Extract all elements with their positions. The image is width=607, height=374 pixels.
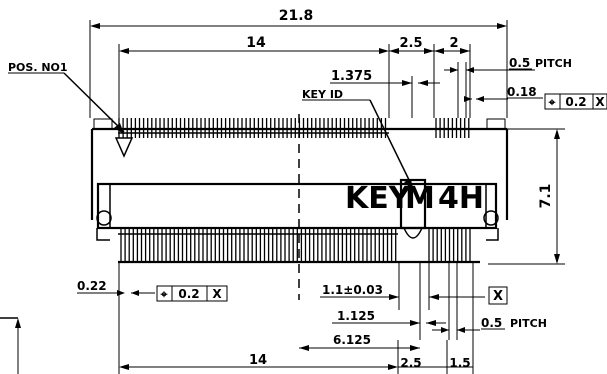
bottom-tolerance-value: 0.2 [178,287,199,301]
right-mounting-hole [483,210,499,226]
top-pitch-word: PITCH [535,57,572,70]
bottom-pin-width-dimension: 0.22 ⌖ 0.2 X [77,279,228,302]
pin-width-dimension: 0.18 ⌖ 0.2 X [464,85,607,110]
top-pitch-dimension: 0.5 PITCH [444,56,572,118]
offset-b-dimension: 6.125 [299,333,420,351]
height-label: 7.1 [538,184,554,209]
bottom-contact-pins [118,228,471,262]
top-tolerance-value: 0.2 [565,95,586,109]
top-tolerance-symbol: ⌖ [548,95,556,109]
offset-a-label: 1.125 [337,309,375,323]
key-id-label: KEY ID [302,88,343,101]
key-gap-label: 1.1±0.03 [322,283,383,297]
datum-box [488,286,508,305]
bottom-right-span-label: 1.5 [449,356,470,370]
left-bracket [96,228,110,241]
overall-width-label: 21.8 [279,8,314,24]
bottom-pitch-value: 0.5 [481,316,502,330]
key-gap-dimension: 1.1±0.03 X [320,262,508,310]
top-mid-span-dimension: 2.5 [389,36,435,118]
pin-width-label: 0.18 [507,85,537,99]
key-letter: M [405,181,435,216]
key-marking: KEY M 4H [345,181,484,216]
top-left-tab [93,118,113,130]
key-offset-label: 1.375 [331,69,372,84]
bottom-mid-span-label: 2.5 [400,356,421,370]
right-bracket [486,228,499,241]
top-pitch-value: 0.5 [509,56,530,70]
top-right-tab [486,118,506,130]
bottom-tolerance-frame [156,285,228,302]
key-id-callout: KEY ID [302,88,413,190]
pos-no1-callout: POS. NO1 [8,61,125,134]
datum-box-label: X [493,289,503,304]
key-notch [399,178,427,230]
top-tolerance-datum: X [595,95,605,109]
left-edge-fragment [0,317,21,374]
bottom-pitch-word: PITCH [510,317,547,330]
height-dimension: 7.1 [488,128,565,265]
key-size: 4H [438,181,484,216]
pos-no1-label: POS. NO1 [8,61,68,74]
key-offset-dimension: 1.375 [330,69,440,118]
bottom-spans-dimension: 14 2.5 1.5 [118,262,474,374]
overall-width-dimension: 21.8 [89,8,508,118]
bottom-tolerance-datum: X [212,287,222,301]
top-right-span-dimension: 2 [434,36,471,118]
bottom-pin-width-label: 0.22 [77,279,107,293]
key-notch-curve [403,227,423,239]
bottom-pitch-dimension: 0.5 PITCH [432,262,547,340]
left-mounting-hole [96,210,112,226]
offset-b-label: 6.125 [333,333,371,347]
top-right-span-label: 2 [449,36,458,51]
top-tolerance-frame [544,93,607,110]
body-outline [96,182,498,230]
top-left-span-dimension: 14 [118,35,390,118]
key-text: KEY [345,181,412,216]
bottom-tolerance-symbol: ⌖ [160,287,168,301]
bottom-left-span-label: 14 [249,353,267,368]
offset-a-dimension: 1.125 [332,262,446,340]
top-contact-pins [118,118,470,138]
top-left-span-label: 14 [246,35,266,51]
top-mid-span-label: 2.5 [399,36,422,51]
